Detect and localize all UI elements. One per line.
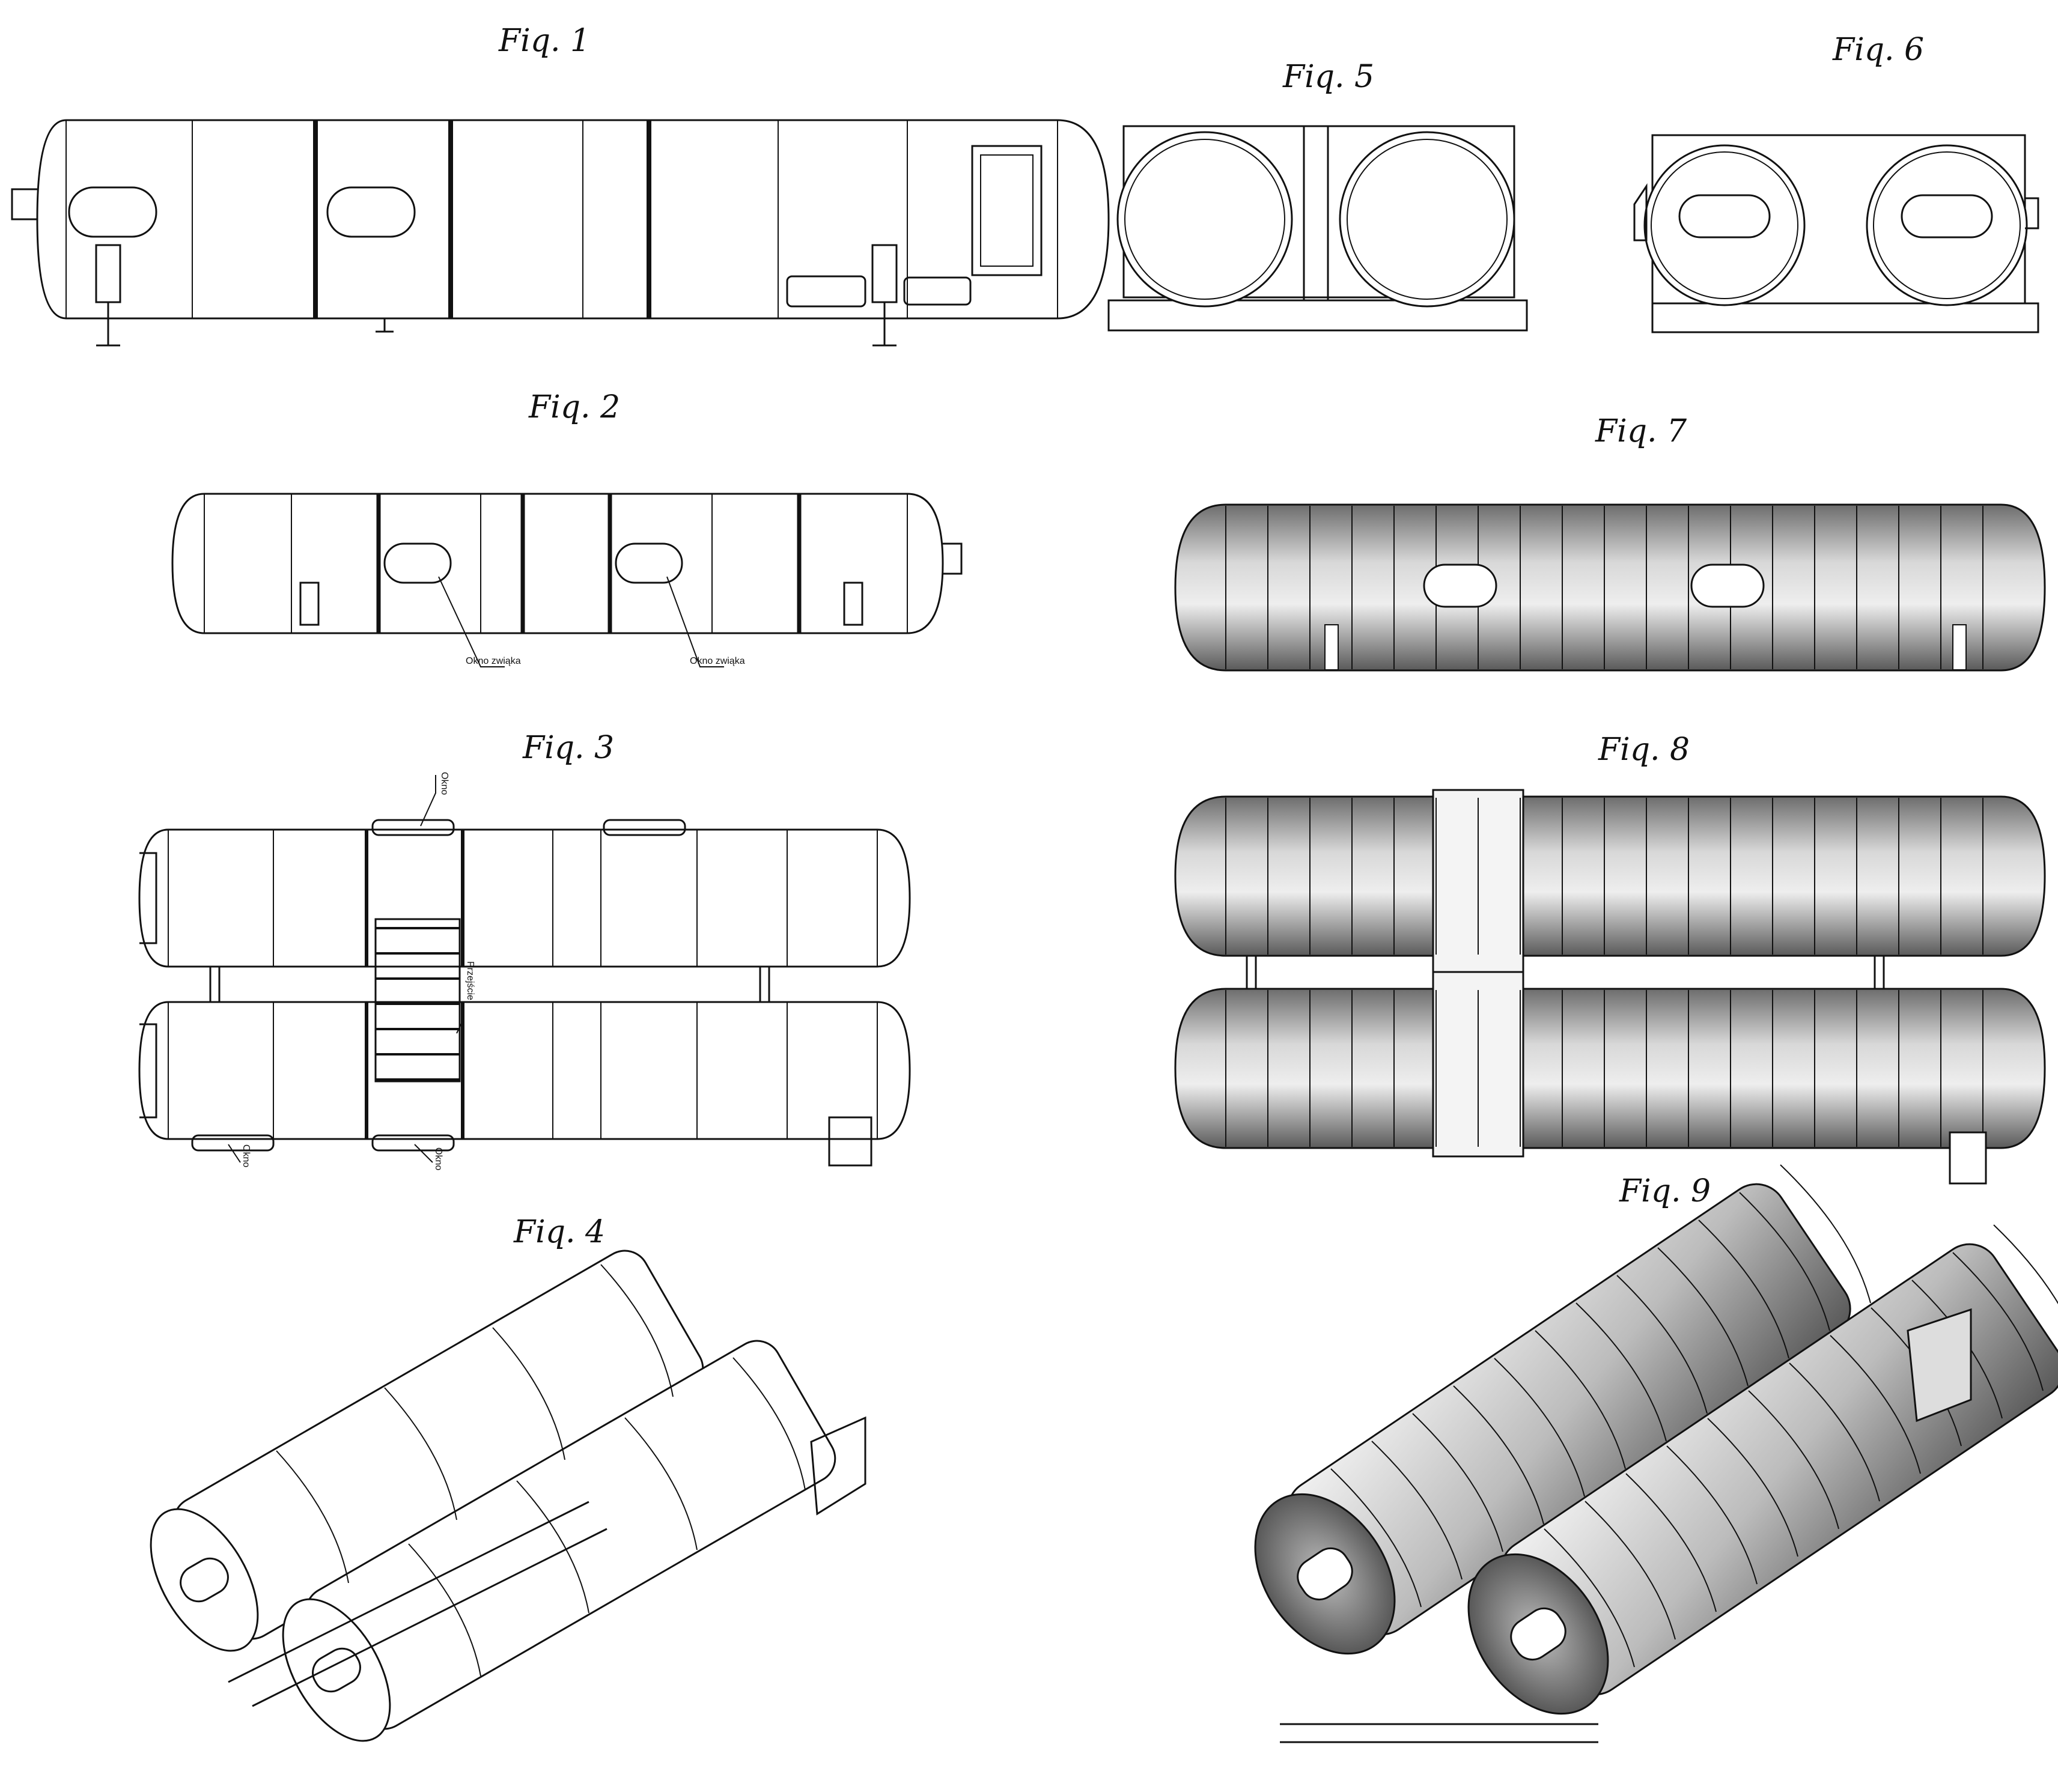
segment-ring — [1616, 1275, 1708, 1414]
segment-ring — [624, 1417, 698, 1551]
segment-ring — [1666, 1445, 1758, 1585]
segment-ring — [516, 1480, 589, 1614]
segment-ring — [492, 1327, 565, 1460]
segment-ring — [1494, 1358, 1585, 1497]
segment-ring — [1453, 1385, 1544, 1525]
segment-ring — [1952, 1252, 2044, 1391]
segment-ring — [408, 1543, 481, 1677]
segment-ring — [1535, 1330, 1626, 1469]
figure-label-6: Fiq. 6 — [1832, 32, 1924, 68]
figure-label-3: Fiq. 3 — [522, 730, 614, 766]
fig8-shaded-top-view — [1174, 789, 2046, 1185]
figure-label-2: Fiq. 2 — [528, 389, 620, 425]
fig6-end-view — [1633, 134, 2039, 333]
segment-ring — [1993, 1224, 2058, 1305]
fig2-side-view: Okno zwiąka Okno zwiąka — [171, 493, 963, 667]
fig9-isometric-shaded-view — [1254, 1164, 2058, 1743]
segment-ring — [1330, 1468, 1422, 1608]
segment-ring — [1371, 1441, 1463, 1580]
fig3-top-window-label: Okno — [439, 772, 449, 795]
fig2-window-label-right: Okno zwiąka — [690, 656, 745, 666]
fig3-top-view: Okno Przejście Okno Okno — [138, 772, 911, 1170]
figure-label-4: Fiq. 4 — [513, 1214, 605, 1250]
segment-ring — [276, 1450, 349, 1584]
segment-ring — [1707, 1418, 1798, 1557]
figure-label-9: Fiq. 9 — [1619, 1173, 1711, 1209]
fig2-window-label-left: Okno zwiąka — [466, 656, 521, 666]
segment-ring — [384, 1387, 457, 1520]
figure-label-8: Fiq. 8 — [1598, 732, 1690, 768]
segment-ring — [1748, 1390, 1839, 1529]
segment-ring — [1780, 1164, 1871, 1304]
segment-ring — [1585, 1501, 1676, 1640]
fig3-bottom-window-label-right: Okno — [433, 1147, 443, 1170]
fig3-passage-label: Przejście — [465, 961, 475, 1000]
fig7-shaded-side-view — [1174, 503, 2046, 672]
segment-ring — [732, 1357, 806, 1490]
segment-ring — [1698, 1219, 1789, 1359]
segment-ring — [1625, 1473, 1717, 1612]
fig4-isometric-view — [150, 1250, 866, 1742]
segment-ring — [1789, 1362, 1880, 1502]
figure-label-5: Fiq. 5 — [1282, 59, 1374, 95]
segment-ring — [1412, 1413, 1503, 1552]
segment-ring — [1657, 1247, 1749, 1387]
figure-label-1: Fiq. 1 — [498, 23, 590, 59]
segment-ring — [1575, 1302, 1667, 1442]
figure-label-7: Fiq. 7 — [1595, 413, 1687, 449]
segment-ring — [600, 1264, 674, 1397]
segment-ring — [1830, 1335, 1921, 1474]
fig5-end-view — [1107, 125, 1528, 332]
segment-ring — [1544, 1528, 1635, 1668]
segment-ring — [1739, 1192, 1830, 1331]
fig1-side-view — [11, 119, 1110, 347]
fig3-bottom-window-label-left: Okno — [241, 1144, 251, 1167]
